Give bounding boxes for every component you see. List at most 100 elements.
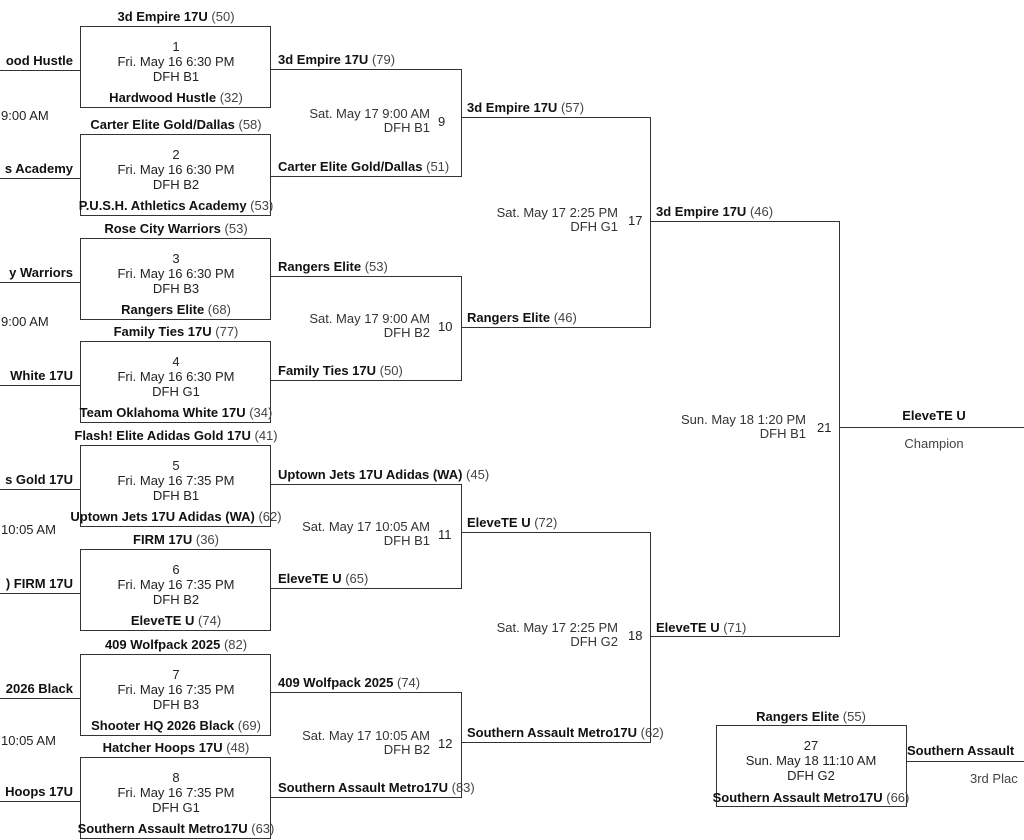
game-bottom-team[interactable]: Uptown Jets 17U Adidas (WA) (62) xyxy=(70,509,281,524)
game-court: DFH B2 xyxy=(152,177,200,192)
champion-label: Champion xyxy=(904,436,964,451)
team-name: Southern Assault Metro17U xyxy=(712,790,883,805)
r2-top-team[interactable]: Rangers Elite (53) xyxy=(278,259,388,274)
team-name: Hatcher Hoops 17U xyxy=(102,740,223,755)
game-bottom-team[interactable]: EleveTE U (74) xyxy=(131,613,221,628)
game-box-8[interactable] xyxy=(80,757,271,839)
game-top-team[interactable]: FIRM 17U (36) xyxy=(133,532,219,547)
team-name: EleveTE U xyxy=(656,620,720,635)
game-number: 5 xyxy=(172,458,180,473)
game-number: 6 xyxy=(172,562,180,577)
team-name: Uptown Jets 17U Adidas (WA) xyxy=(70,509,255,524)
left-edge-team[interactable]: Hoops 17U xyxy=(5,784,73,799)
left-edge-time: 10:05 AM xyxy=(1,733,56,748)
team-score: (50) xyxy=(376,363,403,378)
team-score: (36) xyxy=(192,532,219,547)
left-edge-team[interactable]: s Academy xyxy=(4,161,73,176)
game-top-team[interactable]: 409 Wolfpack 2025 (82) xyxy=(105,637,247,652)
game-bottom-team[interactable]: P.U.S.H. Athletics Academy (53) xyxy=(79,198,274,213)
game-datetime: Fri. May 16 6:30 PM xyxy=(117,266,235,281)
team-score: (55) xyxy=(839,709,866,724)
third-place-line xyxy=(907,761,1024,762)
third-bottom-team[interactable]: Southern Assault Metro17U (66) xyxy=(713,790,910,805)
r2-top-team[interactable]: 409 Wolfpack 2025 (74) xyxy=(278,675,420,690)
r3-bottom-team[interactable]: Rangers Elite (46) xyxy=(467,310,577,325)
game-court: DFH B2 xyxy=(383,741,430,757)
game-bottom-team[interactable]: Team Oklahoma White 17U (34) xyxy=(80,405,273,420)
game-box-2[interactable] xyxy=(80,134,271,216)
bracket-line xyxy=(271,69,462,70)
champion-team[interactable]: EleveTE U xyxy=(902,408,966,423)
game-bottom-team[interactable]: Hardwood Hustle (32) xyxy=(109,90,243,105)
game-court: DFH G1 xyxy=(152,384,200,399)
r2-top-team[interactable]: 3d Empire 17U (79) xyxy=(278,52,395,67)
game-number: 27 xyxy=(803,738,819,753)
game-top-team[interactable]: Family Ties 17U (77) xyxy=(114,324,239,339)
r3-top-team[interactable]: EleveTE U (72) xyxy=(467,515,557,530)
game-number-11: 11 xyxy=(438,527,452,542)
bracket-line xyxy=(271,380,462,381)
team-name: FIRM 17U xyxy=(133,532,193,547)
game-box-6[interactable] xyxy=(80,549,271,631)
team-name: 409 Wolfpack 2025 xyxy=(104,637,221,652)
left-edge-line xyxy=(0,698,80,699)
r2-bottom-team[interactable]: Southern Assault Metro17U (83) xyxy=(278,780,475,795)
game-box-27[interactable] xyxy=(716,725,907,807)
game-datetime: Fri. May 16 7:35 PM xyxy=(117,682,235,697)
bracket-line xyxy=(461,117,651,118)
game-box-5[interactable] xyxy=(80,445,271,527)
left-edge-team[interactable]: White 17U xyxy=(10,368,73,383)
left-edge-team[interactable]: ) FIRM 17U xyxy=(5,576,73,591)
game-bottom-team[interactable]: Shooter HQ 2026 Black (69) xyxy=(91,718,261,733)
third-place-team[interactable]: Southern Assault xyxy=(907,743,1015,758)
game-datetime: Fri. May 16 7:35 PM xyxy=(117,785,235,800)
game-number: 1 xyxy=(172,39,180,54)
team-name: Uptown Jets 17U Adidas (WA) xyxy=(278,467,463,482)
left-edge-team[interactable]: 2026 Black xyxy=(5,681,73,696)
left-edge-team[interactable]: s Gold 17U xyxy=(5,472,73,487)
r3-bottom-team[interactable]: Southern Assault Metro17U (62) xyxy=(467,725,664,740)
left-edge-team[interactable]: y Warriors xyxy=(9,265,73,280)
game-top-team[interactable]: Carter Elite Gold/Dallas (58) xyxy=(90,117,261,132)
final-top-team[interactable]: 3d Empire 17U (46) xyxy=(656,204,773,219)
game-top-team[interactable]: 3d Empire 17U (50) xyxy=(117,9,234,24)
r2-bottom-team[interactable]: Carter Elite Gold/Dallas (51) xyxy=(278,159,449,174)
team-name: EleveTE U xyxy=(467,515,531,530)
left-edge-team[interactable]: ood Hustle xyxy=(5,53,73,68)
team-name: Team Oklahoma White 17U xyxy=(79,405,246,420)
team-score: (68) xyxy=(204,302,231,317)
r2-bottom-team[interactable]: EleveTE U (65) xyxy=(278,571,368,586)
final-bottom-team[interactable]: EleveTE U (71) xyxy=(656,620,746,635)
bracket-line xyxy=(271,176,462,177)
game-bottom-team[interactable]: Rangers Elite (68) xyxy=(121,302,231,317)
team-score: (53) xyxy=(220,221,248,236)
game-court: DFH B1 xyxy=(152,69,200,84)
game-top-team[interactable]: Rose City Warriors (53) xyxy=(104,221,247,236)
game-datetime: Fri. May 16 6:30 PM xyxy=(117,54,235,69)
game-box-7[interactable] xyxy=(80,654,271,736)
third-top-team[interactable]: Rangers Elite (55) xyxy=(756,709,866,724)
game-bottom-team[interactable]: Southern Assault Metro17U (63) xyxy=(78,821,275,836)
game-box-3[interactable] xyxy=(80,238,271,320)
game-court: DFH B1 xyxy=(152,488,200,503)
game-number-21: 21 xyxy=(817,420,832,435)
team-score: (74) xyxy=(194,613,222,628)
r2-top-team[interactable]: Uptown Jets 17U Adidas (WA) (45) xyxy=(278,467,489,482)
r3-top-team[interactable]: 3d Empire 17U (57) xyxy=(467,100,584,115)
r2-bottom-team[interactable]: Family Ties 17U (50) xyxy=(278,363,403,378)
game-top-team[interactable]: Hatcher Hoops 17U (48) xyxy=(103,740,250,755)
game-box-1[interactable] xyxy=(80,26,271,108)
team-name: 3d Empire 17U xyxy=(117,9,208,24)
bracket-line xyxy=(271,797,462,798)
game-box-4[interactable] xyxy=(80,341,271,423)
team-score: (62) xyxy=(640,725,664,740)
game-top-team[interactable]: Flash! Elite Adidas Gold 17U (41) xyxy=(74,428,277,443)
team-name: Southern Assault Metro17U xyxy=(467,725,637,740)
left-edge-time: 9:00 AM xyxy=(1,108,49,123)
bracket-line xyxy=(461,276,462,381)
